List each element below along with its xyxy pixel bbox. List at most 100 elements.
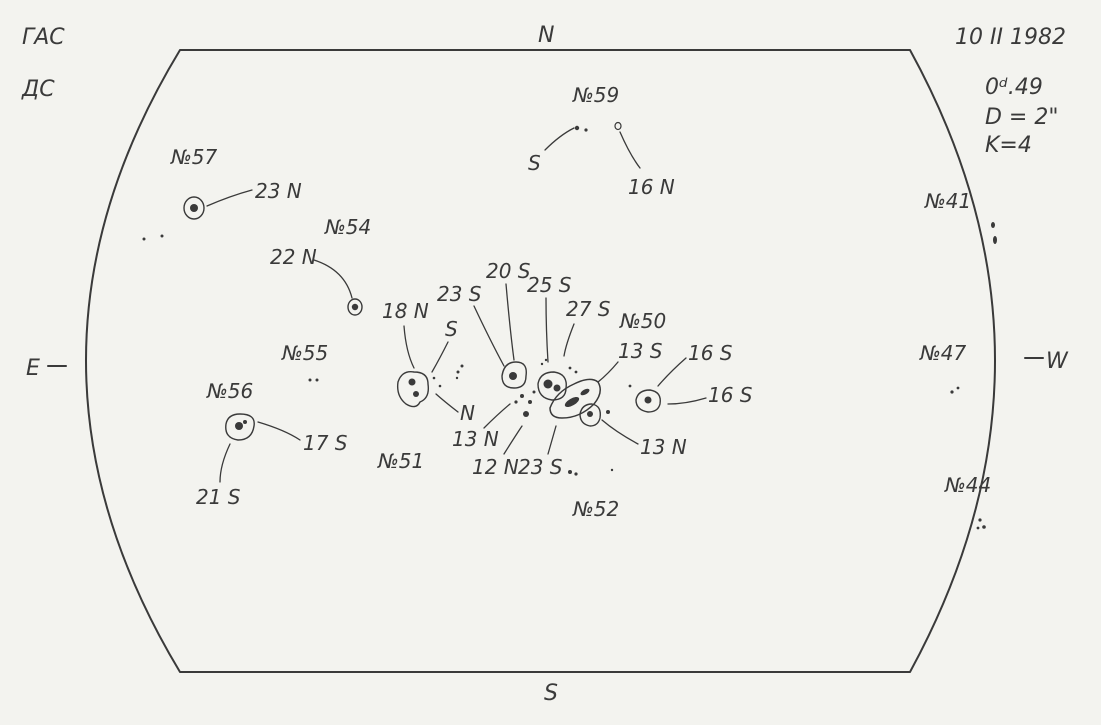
group-59-spot: [614, 121, 622, 131]
group-50-umbra: [553, 384, 561, 392]
group-56-lat-a-label: 17 S: [303, 431, 348, 455]
group-54-leader: [313, 259, 353, 299]
leader-13n-b: [601, 419, 639, 445]
group-56-penumbra: [225, 413, 255, 441]
group-56-leader-a: [257, 421, 301, 441]
group-56-lat-b-label: 21 S: [196, 485, 241, 509]
group-51-lat-a-label: 18 N: [382, 299, 429, 323]
lat-13s-label: 13 S: [618, 339, 663, 363]
group-51-spot: [438, 384, 442, 388]
solar-disk-outline: [85, 49, 996, 673]
leader-27s: [563, 323, 575, 357]
disk-diameter: D = 2": [985, 105, 1058, 130]
group-50-spot: [540, 362, 544, 366]
group-47-spot: [950, 390, 954, 394]
group-50-spot: [606, 410, 610, 414]
lat-23s-a-label: 23 S: [437, 282, 482, 306]
group-50-penumbra: [537, 371, 567, 401]
group-50-umbra: [543, 379, 553, 389]
group-50-spot: [520, 394, 524, 398]
group-56-leader-b: [219, 443, 231, 483]
observation-date: 10 II 1982: [955, 25, 1066, 50]
group-51-penumbra: [396, 371, 430, 408]
group-54-label: №54: [324, 215, 371, 239]
group-51-leader-a: [403, 325, 415, 369]
group-59-s-leader: [544, 127, 575, 151]
lat-20s-label: 20 S: [486, 259, 531, 283]
group-50-spot: [514, 400, 518, 404]
group-57-label: №57: [170, 145, 218, 169]
group-50-penumbra: [501, 361, 527, 389]
group-57-penumbra: [183, 196, 205, 220]
group-50-spot: [532, 390, 536, 394]
group-50-umbra: [644, 396, 652, 404]
group-56-umbra: [243, 420, 247, 424]
group-59-spot: [574, 125, 580, 131]
group-51-spot: [432, 376, 436, 380]
west-label: W: [1046, 349, 1069, 374]
group-50-penumbra: [549, 378, 601, 419]
group-50-spot: [568, 366, 572, 370]
group-50-spot: [574, 370, 578, 374]
group-52-spot: [574, 472, 578, 476]
group-52-spot: [610, 468, 614, 472]
leader-16s-b: [667, 397, 707, 405]
group-57-umbra: [190, 204, 198, 212]
group-50-penumbra: [579, 403, 602, 427]
group-44-spot: [976, 526, 980, 530]
lat-12n-label: 12 N: [472, 455, 519, 479]
group-44-spot: [978, 518, 982, 522]
group-56-umbra: [235, 422, 243, 430]
group-50-umbra: [587, 411, 593, 417]
group-56-label: №56: [206, 379, 253, 403]
group-52-label: №52: [572, 497, 619, 521]
east-label: E: [26, 356, 40, 381]
leader-25s: [545, 297, 549, 363]
group-50-spot: [528, 400, 532, 404]
lat-13n-a-label: 13 N: [452, 427, 499, 451]
leader-16s-a: [657, 357, 687, 387]
group-51-lat-b-label: S: [445, 317, 458, 341]
group-44-label: №44: [944, 473, 991, 497]
lat-13n-b-label: 13 N: [640, 435, 687, 459]
group-51-leader-b: [431, 341, 449, 373]
leader-13n-a: [483, 403, 511, 429]
group-50-spot: [544, 358, 548, 362]
group-50-umbra: [580, 388, 590, 396]
north-label: N: [538, 23, 554, 48]
group-51-lat-c-label: N: [460, 401, 475, 425]
observatory-code: ГАС: [22, 25, 65, 50]
group-57-spot: [142, 237, 146, 241]
leader-20s: [505, 283, 515, 361]
lat-16s-b-label: 16 S: [708, 383, 753, 407]
group-52-spot: [568, 470, 572, 474]
observation-time: 0ᵈ.49: [985, 75, 1043, 100]
group-41-label: №41: [924, 189, 971, 213]
group-47-spot: [956, 386, 960, 390]
group-59-s-label: S: [528, 151, 541, 175]
group-54-umbra: [351, 303, 359, 311]
group-55-spot: [308, 378, 312, 382]
group-47-label: №47: [919, 341, 967, 365]
group-59-spot: [584, 128, 588, 132]
group-50-spot: [628, 384, 632, 388]
group-41-spot: [991, 222, 995, 228]
group-50-penumbra: [635, 389, 661, 413]
group-50-umbra: [564, 396, 580, 408]
group-51-spot: [460, 364, 464, 368]
group-41-spot: [993, 236, 997, 244]
group-51-umbra: [413, 391, 419, 397]
lat-25s-label: 25 S: [527, 273, 572, 297]
group-57-lat-label: 23 N: [255, 179, 302, 203]
group-51-spot: [456, 370, 460, 374]
group-50-spot: [523, 411, 529, 417]
group-50-umbra: [509, 372, 517, 380]
k-value: K=4: [985, 133, 1032, 158]
group-55-label: №55: [281, 341, 328, 365]
leader-23s-a: [473, 305, 505, 367]
group-59-label: №59: [572, 83, 619, 107]
observer-code: ДС: [21, 77, 55, 102]
south-label: S: [544, 681, 558, 706]
